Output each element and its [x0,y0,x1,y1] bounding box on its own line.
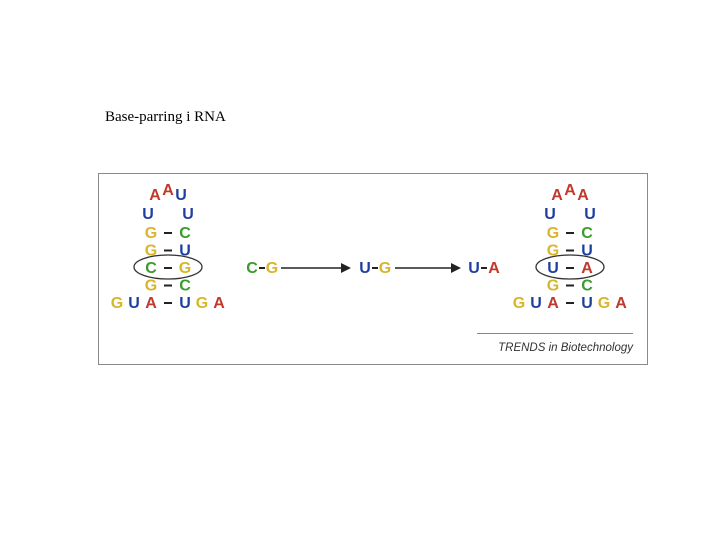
transition-arrow-head [341,263,351,273]
right-hairpin-stem-nt: U [547,260,559,277]
right-hairpin-stem-nt: A [547,295,559,312]
transition-nt: G [379,260,391,277]
left-hairpin-stem-nt: U [179,243,191,260]
right-hairpin-loop-nt: A [551,187,563,204]
slide-title: Base-parring i RNA [105,109,226,125]
left-hairpin-tail-nt: G [111,295,123,312]
right-hairpin-stem-nt: C [581,278,593,295]
right-hairpin-loop-nt: A [577,187,589,204]
right-hairpin-stem-nt: G [547,278,559,295]
right-hairpin-stem-nt: U [581,243,593,260]
right-hairpin-tail-nt: A [615,295,627,312]
left-hairpin-tail-nt: G [196,295,208,312]
left-hairpin-loop-nt: U [175,187,187,204]
right-hairpin-stem-nt: G [547,243,559,260]
left-hairpin-stem-nt: G [145,225,157,242]
left-hairpin-stem-nt: G [179,260,191,277]
left-hairpin-stem-nt: C [179,278,191,295]
left-hairpin-loop-nt: A [149,187,161,204]
left-hairpin-stem-nt: G [145,243,157,260]
left-hairpin-stem-nt: G [145,278,157,295]
transition-arrow-head [451,263,461,273]
left-hairpin-stem-nt: C [145,260,157,277]
figure-credit: TRENDS in Biotechnology [498,342,633,354]
credit-rule [477,333,633,334]
left-hairpin-stem-nt: U [179,295,191,312]
left-hairpin-tail-nt: A [213,295,225,312]
left-hairpin-loop-nt: A [162,182,174,199]
right-hairpin-loop-nt: A [564,182,576,199]
transition-nt: G [266,260,278,277]
left-hairpin-tail-nt: U [128,295,140,312]
transition-nt: U [468,260,480,277]
right-hairpin-stem-nt: U [581,295,593,312]
right-hairpin-loop-side-nt: U [584,206,596,223]
right-hairpin-stem-nt: C [581,225,593,242]
right-hairpin-pair-circle [535,254,605,280]
right-hairpin-tail-nt: U [530,295,542,312]
transition-nt: C [246,260,258,277]
right-hairpin-loop-side-nt: U [544,206,556,223]
right-hairpin-stem-nt: G [547,225,559,242]
left-hairpin-loop-side-nt: U [182,206,194,223]
right-hairpin-tail-nt: G [598,295,610,312]
left-hairpin-pair-circle [133,254,203,280]
transition-nt: U [359,260,371,277]
right-hairpin-stem-nt: A [581,260,593,277]
right-hairpin-tail-nt: G [513,295,525,312]
left-hairpin-stem-nt: A [145,295,157,312]
left-hairpin-stem-nt: C [179,225,191,242]
transition-nt: A [488,260,500,277]
left-hairpin-loop-side-nt: U [142,206,154,223]
